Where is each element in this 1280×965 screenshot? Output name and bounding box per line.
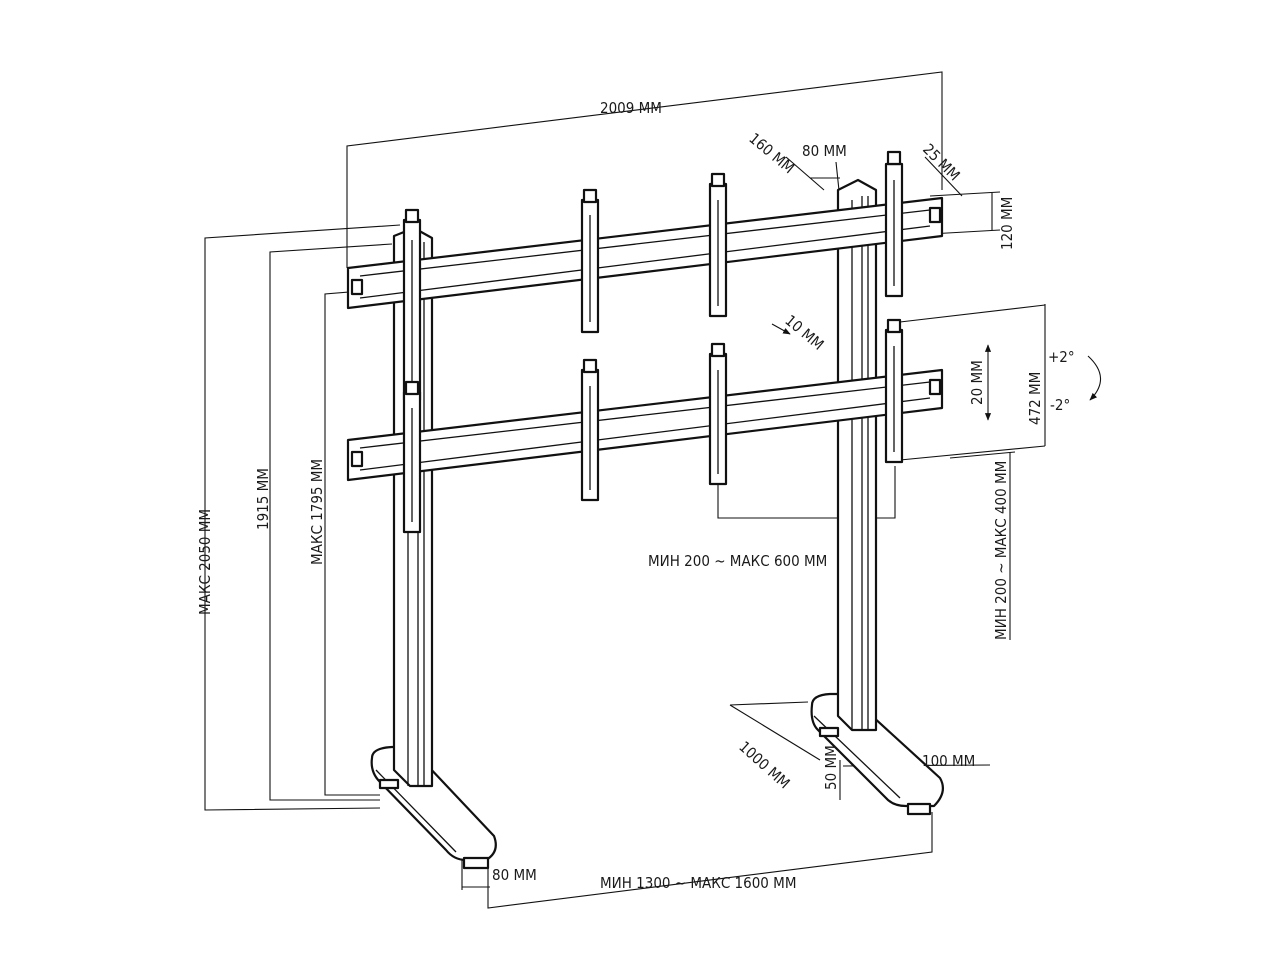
label-horizontal-vesa: МИН 200 ~ МАКС 600 ММ <box>648 552 827 570</box>
label-foot-width: 100 ММ <box>922 752 975 770</box>
bracket-bottom-2 <box>580 358 600 502</box>
label-bracket-height: 472 ММ <box>1026 372 1044 425</box>
label-edge-offset: 25 ММ <box>919 140 963 184</box>
vesa-brackets <box>402 150 904 534</box>
top-rail <box>346 196 944 310</box>
bracket-top-4 <box>884 150 904 298</box>
bracket-top-2 <box>580 188 600 334</box>
bracket-top-1 <box>402 208 422 402</box>
bottom-rail <box>346 368 944 482</box>
label-foot-80: 80 ММ <box>492 866 537 884</box>
label-total-width: 2009 ММ <box>600 99 662 117</box>
label-bracket-offset: 160 ММ <box>745 129 797 177</box>
label-vertical-vesa: МИН 200 ~ МАКС 400 ММ <box>992 461 1010 640</box>
label-foot-height: 50 ММ <box>822 745 840 790</box>
label-max-1795: МАКС 1795 ММ <box>308 459 326 565</box>
bracket-bottom-4 <box>884 318 904 464</box>
label-base-depth: 1000 ММ <box>735 738 793 793</box>
bracket-bottom-3 <box>708 342 728 486</box>
left-foot <box>370 745 497 870</box>
right-upright <box>836 178 878 732</box>
bracket-bottom-1 <box>402 380 422 534</box>
label-tilt-up: +2° <box>1048 348 1075 366</box>
label-hole-spacing: 80 ММ <box>802 142 847 160</box>
label-rail-height: 120 ММ <box>998 197 1016 250</box>
bracket-top-3 <box>708 172 728 318</box>
label-max-height: МАКС 2050 ММ <box>196 509 214 615</box>
label-tilt-down: -2° <box>1050 396 1070 414</box>
label-vertical-adjust: 20 ММ <box>968 360 986 405</box>
dimension-lines <box>204 71 1102 909</box>
label-height-1915: 1915 ММ <box>254 468 272 530</box>
label-base-width: МИН 1300 ~ МАКС 1600 ММ <box>600 874 796 892</box>
